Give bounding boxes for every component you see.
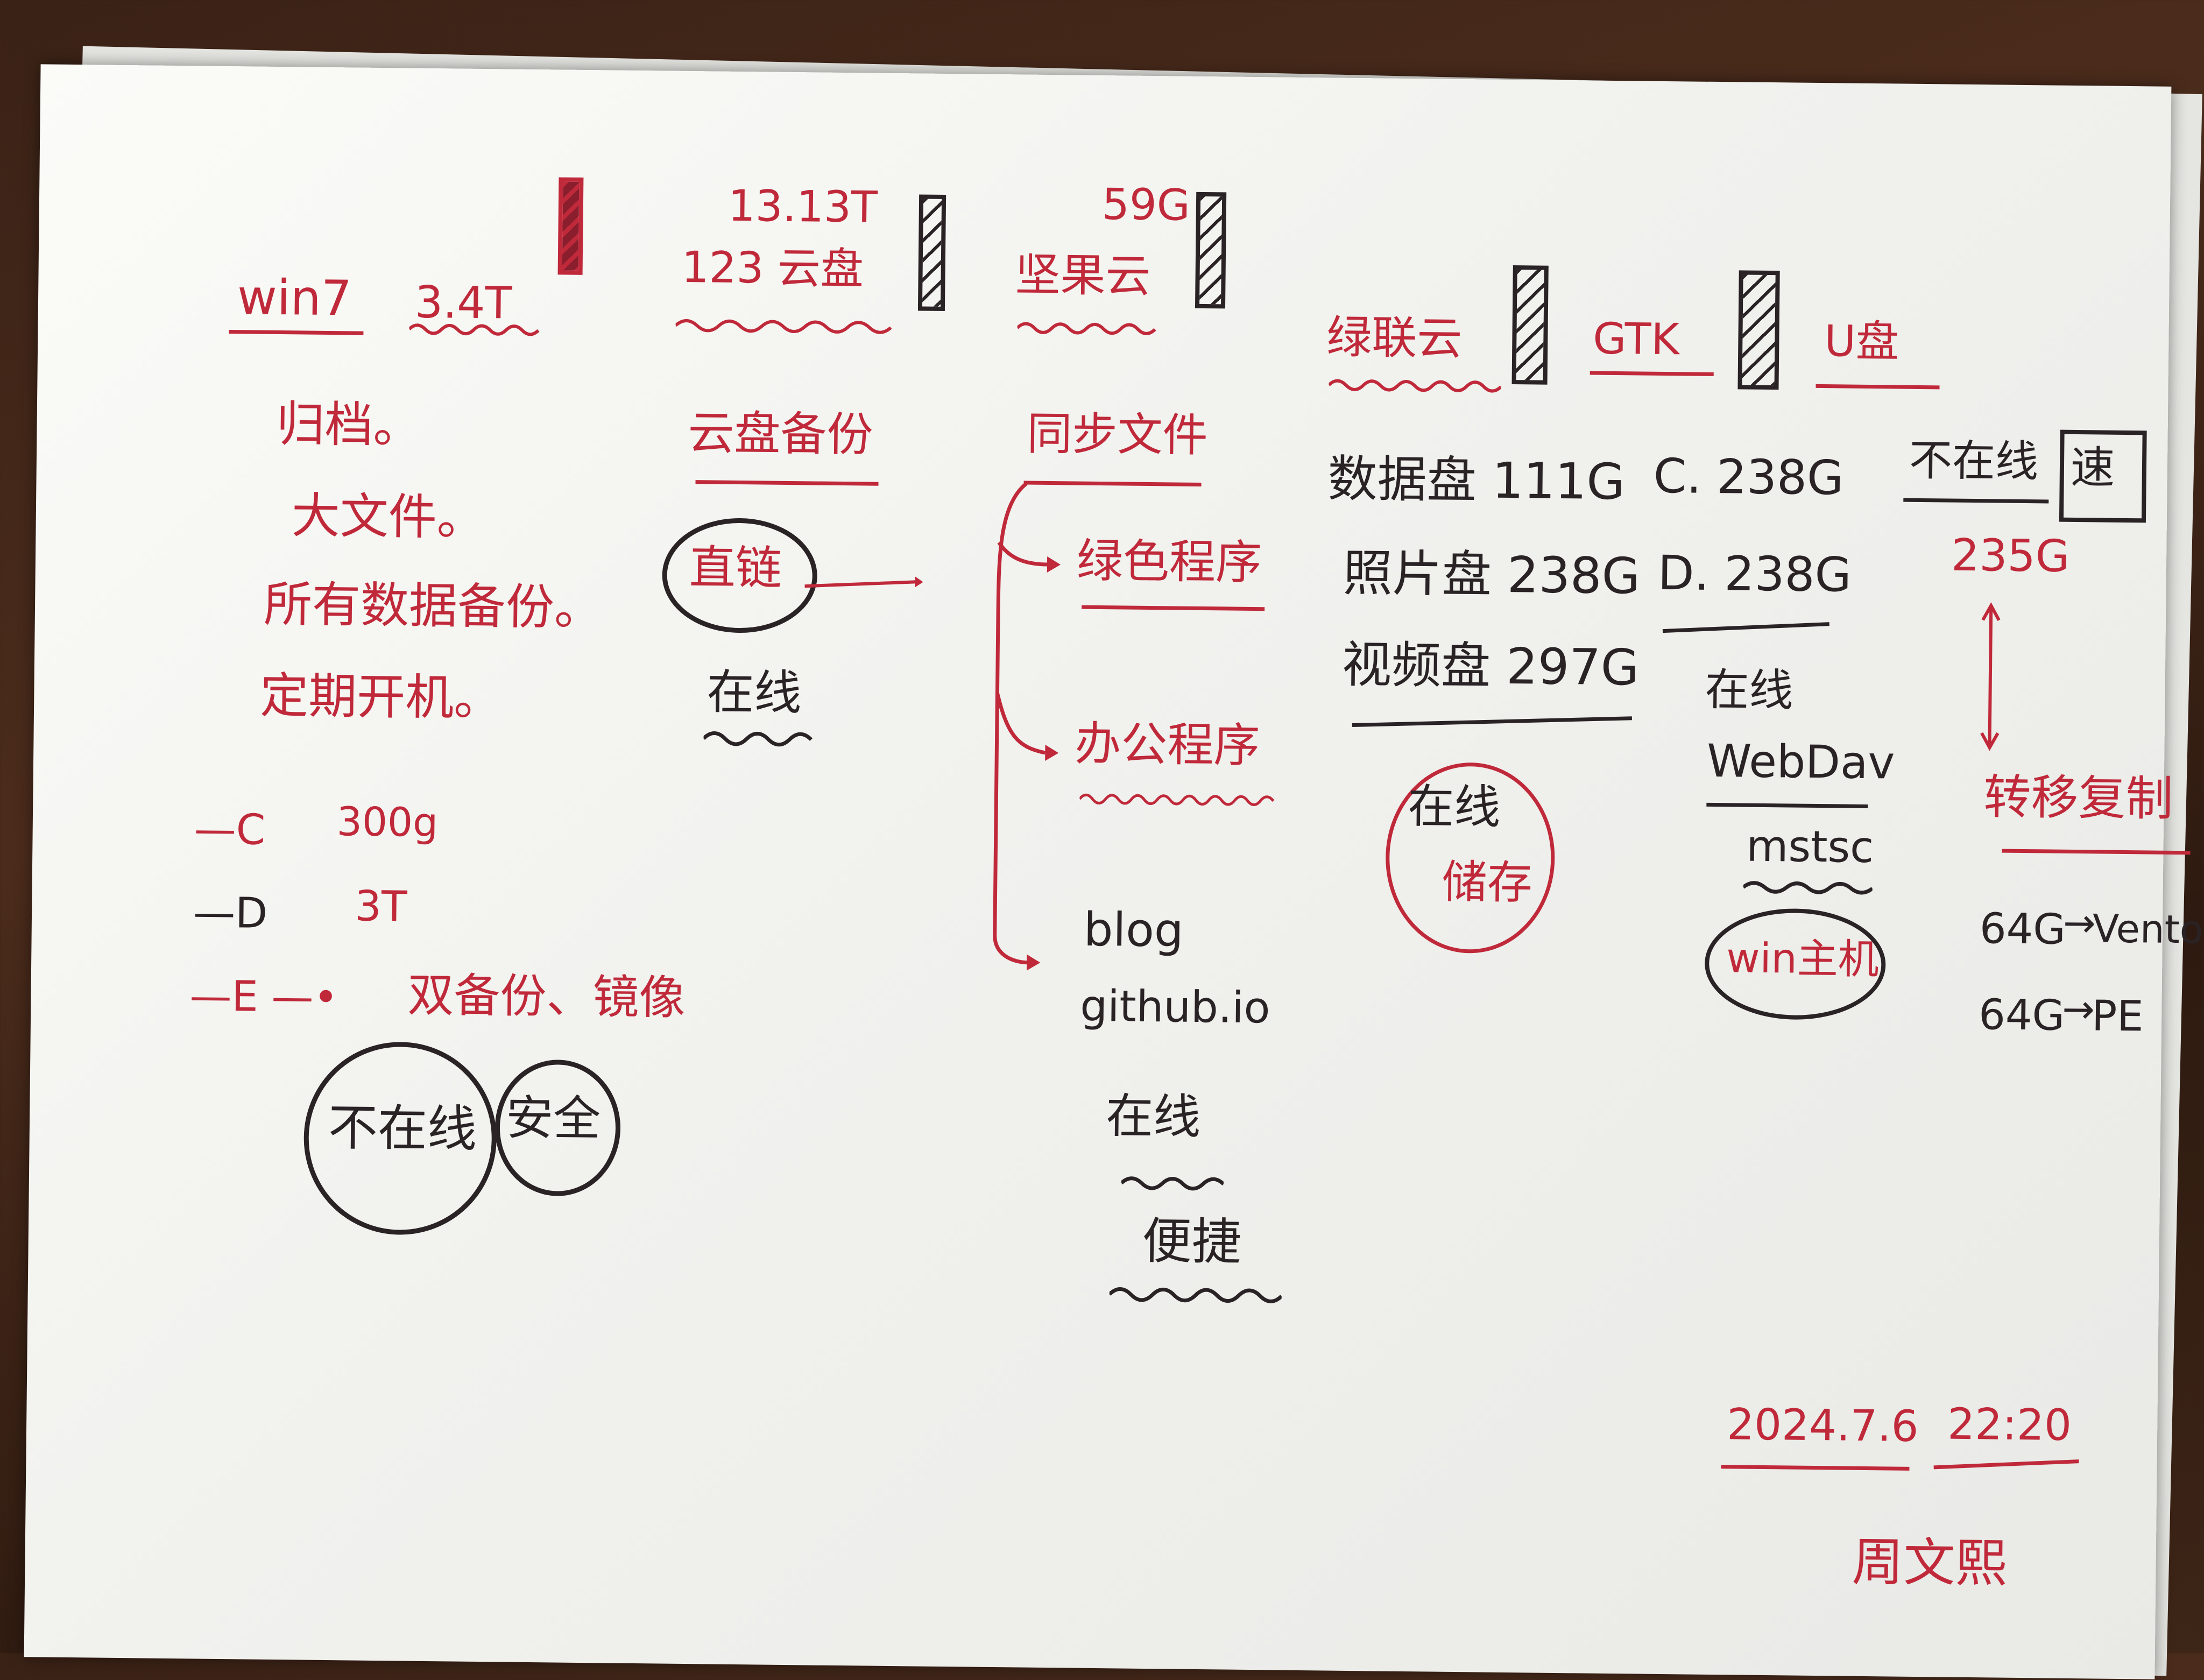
udisk-action: 转移复制: [1983, 769, 2174, 827]
jianguo-branch-github: github.io: [1079, 980, 1271, 1033]
gtk-mstsc-wave: [1743, 881, 1873, 895]
gtk-status: 在线: [1705, 664, 1794, 717]
footer-date: 2024.7.6: [1726, 1399, 1919, 1452]
udisk-title: U盘: [1824, 316, 1899, 367]
lvlian-circle-online: 在线: [1407, 780, 1501, 835]
paper-sheet: win7 3.4T 归档。 大文件。 所有数据备份。 定期开机。 —C 300g…: [24, 64, 2204, 1679]
gtk-drive-c: C. 238G: [1653, 448, 1844, 506]
lvlian-title-wave: [1329, 379, 1501, 393]
jianguo-title-wave: [1017, 322, 1156, 335]
udisk-size: 235G: [1951, 530, 2070, 582]
gtk-drive-d: D. 238G: [1657, 545, 1852, 603]
udisk-item-1-size: 64G: [1979, 905, 2066, 954]
gtk-capacity-bar: [1737, 270, 1780, 390]
gtk-item-webdav: WebDav: [1706, 734, 1895, 789]
jianguo-branch-blog: blog: [1083, 902, 1184, 958]
udisk-speed-label: 速: [2070, 442, 2115, 494]
jianguo-branch-arrows: [993, 482, 1061, 971]
udisk-double-arrow: [1980, 602, 2001, 751]
udisk-item-1-arrow: →: [2062, 900, 2096, 946]
jianguo-status-online: 在线: [1105, 1088, 1201, 1145]
footer-signature: 周文熙: [1852, 1531, 2008, 1594]
udisk-item-2-target: PE: [2091, 992, 2144, 1041]
jianguo-status-online-wave: [1121, 1176, 1224, 1191]
lvlian-title: 绿联云: [1326, 310, 1463, 365]
udisk-item-2-size: 64G: [1978, 991, 2065, 1040]
lvlian-capacity-bar: [1511, 265, 1549, 385]
jianguo-branch-green: 绿色程序: [1076, 534, 1262, 590]
jianguo-branch-office-wave: [1079, 793, 1275, 807]
jianguo-status-convenient: 便捷: [1142, 1212, 1242, 1271]
lvlian-disk-video: 视频盘 297G: [1341, 636, 1640, 697]
win-size-wave: [409, 323, 540, 336]
lvlian-circle-storage: 储存: [1442, 855, 1533, 909]
lvlian-disk-data: 数据盘 111G: [1327, 450, 1626, 511]
udisk-item-1-target: Ventoy: [2092, 906, 2204, 952]
cloud123-status-wave: [703, 731, 813, 747]
footer-time: 22:20: [1947, 1399, 2072, 1451]
direct-link-arrow: [804, 576, 923, 588]
cloud123-title-wave: [675, 319, 892, 334]
jianguo-branch-office: 办公程序: [1074, 717, 1260, 773]
udisk-item-2-arrow: →: [2061, 986, 2095, 1032]
gtk-title: GTK: [1592, 313, 1680, 365]
lvlian-disk-photo: 照片盘 238G: [1343, 544, 1641, 605]
gtk-item-mstsc: mstsc: [1746, 821, 1874, 873]
udisk-status: 不在线: [1909, 435, 2039, 487]
gtk-win-host-label: win主机: [1726, 934, 1880, 984]
jianguo-status-convenient-wave: [1109, 1287, 1282, 1303]
